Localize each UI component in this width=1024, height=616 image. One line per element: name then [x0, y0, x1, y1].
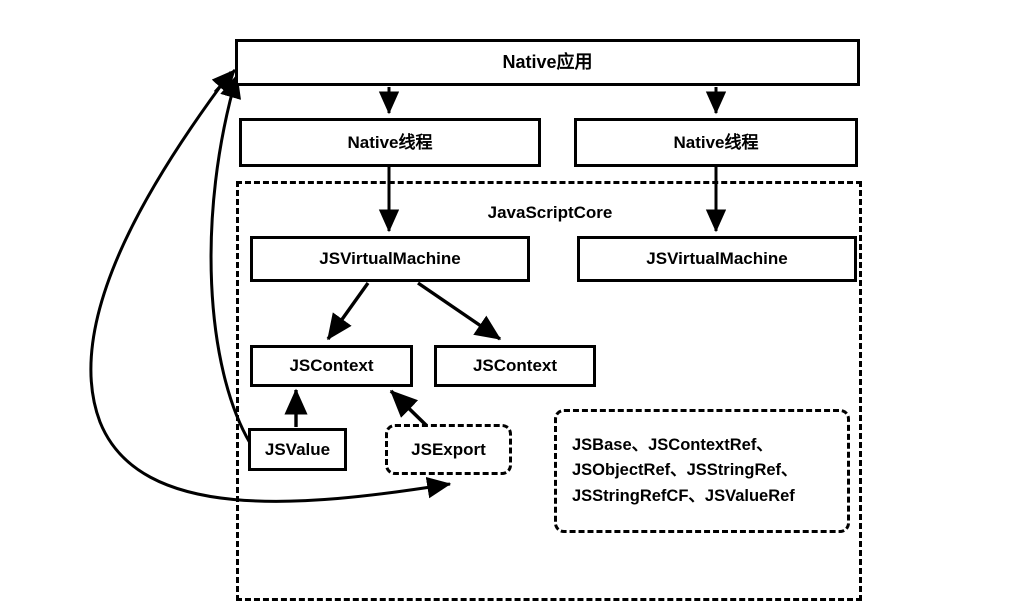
- node-jsvirtualmachine-right[interactable]: JSVirtualMachine: [577, 236, 857, 282]
- c-api-line-3: JSStringRefCF、JSValueRef: [572, 486, 795, 505]
- node-native-app[interactable]: Native应用: [235, 39, 860, 86]
- arrowhead-outer-curve-at-app: [211, 68, 237, 95]
- c-api-line-2: JSObjectRef、JSStringRef、: [572, 461, 798, 480]
- node-native-thread-right[interactable]: Native线程: [574, 118, 858, 167]
- javascriptcore-title: JavaScriptCore: [487, 203, 613, 222]
- node-jsexport[interactable]: JSExport: [385, 424, 512, 475]
- node-jscontext-left[interactable]: JSContext: [250, 345, 413, 387]
- c-api-line-1: JSBase、JSContextRef、: [572, 435, 773, 454]
- node-jsvirtualmachine-left[interactable]: JSVirtualMachine: [250, 236, 530, 282]
- c-api-text: JSBase、JSContextRef、 JSObjectRef、JSStrin…: [572, 409, 842, 533]
- node-jsvalue[interactable]: JSValue: [248, 428, 347, 471]
- node-jscontext-right[interactable]: JSContext: [434, 345, 596, 387]
- javascriptcore-container: [236, 181, 862, 601]
- c-api-box: [554, 409, 850, 533]
- node-native-thread-left[interactable]: Native线程: [239, 118, 541, 167]
